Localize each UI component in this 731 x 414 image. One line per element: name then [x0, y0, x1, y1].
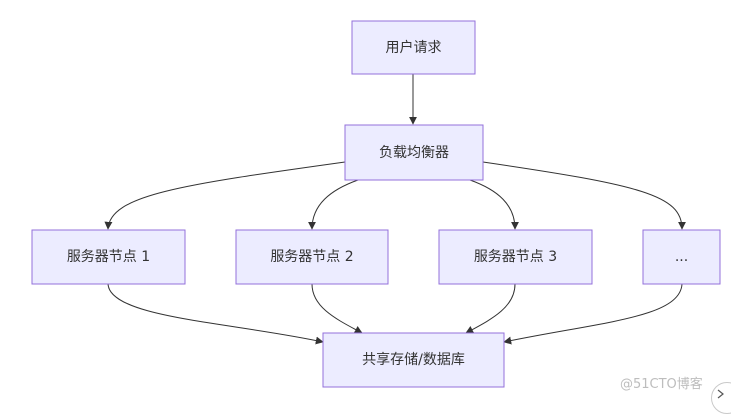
node-server-3: 服务器节点 3: [438, 229, 593, 285]
node-load-balancer: 负载均衡器: [344, 124, 484, 181]
node-server-2-label: 服务器节点 2: [270, 249, 353, 265]
corner-expand-button[interactable]: [711, 382, 731, 414]
node-user-request-label: 用户请求: [386, 39, 442, 56]
edge-server-2-to-storage: [311, 283, 363, 334]
edges: [104, 74, 686, 345]
node-server-1: 服务器节点 1: [31, 229, 186, 285]
node-shared-storage-label: 共享存储/数据库: [362, 351, 465, 368]
edge-balancer-to-server-2: [308, 179, 359, 230]
edge-balancer-to-server-1: [104, 161, 346, 230]
node-server-more-label: ...: [675, 249, 688, 265]
watermark-text: @51CTO博客: [620, 376, 703, 392]
edge-balancer-to-server-more: [482, 161, 686, 230]
edge-server-1-to-storage: [107, 283, 324, 345]
flowchart: 用户请求 负载均衡器 服务器节点 1 服务器节点 2 服务器节点 3 ... 共…: [31, 20, 721, 392]
node-shared-storage: 共享存储/数据库: [322, 332, 505, 388]
node-server-3-label: 服务器节点 3: [474, 249, 557, 265]
edge-balancer-to-server-3: [469, 179, 519, 230]
node-server-1-label: 服务器节点 1: [67, 249, 150, 265]
node-server-2: 服务器节点 2: [235, 229, 389, 285]
edge-server-3-to-storage: [465, 283, 516, 334]
edge-server-more-to-storage: [503, 283, 683, 345]
node-load-balancer-label: 负载均衡器: [379, 145, 449, 161]
node-server-more: ...: [642, 229, 721, 285]
node-user-request: 用户请求: [351, 20, 476, 75]
chevron-icon: [717, 389, 724, 399]
